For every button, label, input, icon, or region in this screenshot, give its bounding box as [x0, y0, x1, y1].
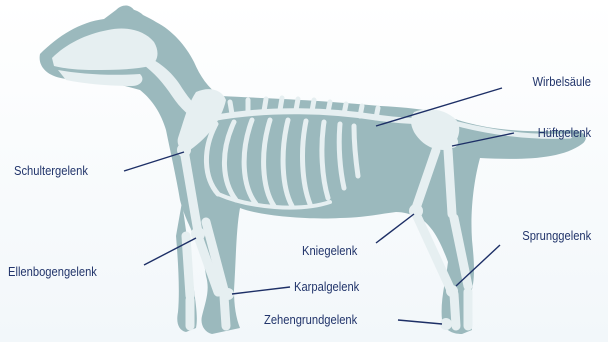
- leader-line-zehengrundgelenk: [398, 320, 442, 324]
- metacarpal-bone: [224, 296, 226, 326]
- vertebra-process: [280, 98, 282, 110]
- vertebra-process: [360, 106, 362, 116]
- far-hind-femur-bone: [448, 150, 452, 214]
- hip-joint: [446, 136, 458, 148]
- vertebra-process: [312, 100, 314, 111]
- label-hueftgelenk: Hüftgelenk: [538, 125, 591, 140]
- leader-line-kniegelenk: [376, 214, 414, 243]
- label-karpalgelenk: Karpalgelenk: [294, 279, 359, 294]
- vertebra-process: [230, 102, 232, 114]
- label-sprunggelenk: Sprunggelenk: [522, 228, 591, 243]
- label-kniegelenk: Kniegelenk: [302, 243, 357, 258]
- metatarsal-bone: [454, 294, 456, 326]
- label-ellenbogengelenk: Ellenbogengelenk: [8, 264, 97, 279]
- vertebra-process: [328, 102, 330, 112]
- label-schultergelenk: Schultergelenk: [14, 163, 88, 178]
- hock-joint: [446, 285, 458, 297]
- vertebra-process: [344, 104, 346, 114]
- label-zehengrundgelenk: Zehengrundgelenk: [264, 312, 357, 327]
- vertebra-process: [376, 108, 378, 118]
- leader-line-karpalgelenk: [232, 287, 290, 294]
- far-front-radius-bone: [186, 236, 190, 296]
- label-wirbelsaeule: Wirbelsäule: [533, 74, 591, 89]
- vertebra-process: [264, 99, 266, 111]
- shoulder-joint: [177, 143, 191, 157]
- vertebra-process: [296, 99, 298, 110]
